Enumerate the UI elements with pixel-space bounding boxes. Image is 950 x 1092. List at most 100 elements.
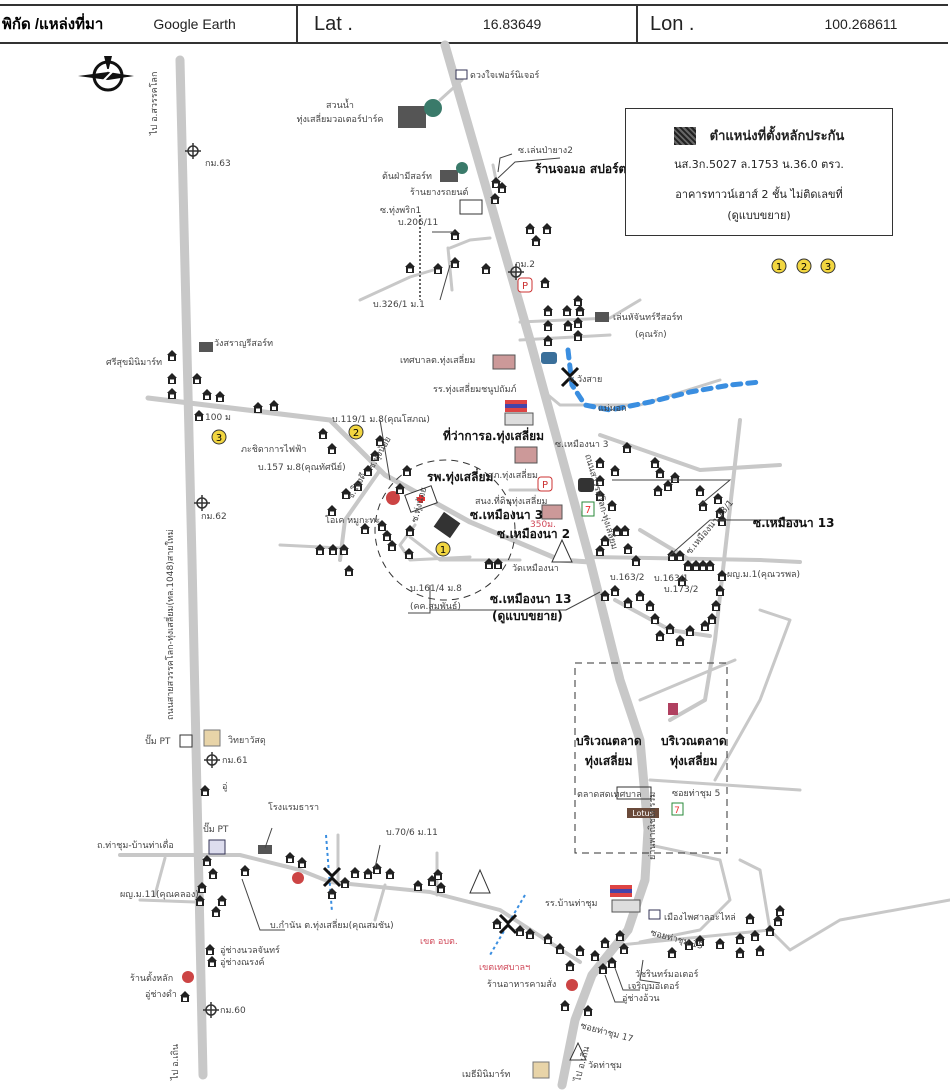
north-arrow-icon [78,56,134,92]
waterpark-label: สวนน้ำ [326,98,354,111]
house-icon [543,933,553,944]
coordinates-header: พิกัด /แหล่งที่มา Google Earth Lat . 16.… [0,4,948,44]
house-icon [481,263,491,274]
house-icon [253,402,263,413]
house-icon [713,493,723,504]
resort-label: เล่นหัจันทร์รีสอร์ท [613,311,682,323]
school-label: รร.ทุ่งเสลี่ยมชนูปถัมภ์ [433,382,517,395]
house-icon [531,235,541,246]
to-thoen-label: ไป อ.เถิน [170,1044,181,1081]
svg-text:3: 3 [216,433,222,444]
house-icon [623,543,633,554]
garage-label: อู่ [222,782,227,792]
house-icon [180,991,190,1002]
house-icon [565,960,575,971]
source-value: Google Earth [153,16,236,32]
land-office-label: สนง.ที่ดินทุ่งเสลี่ยม [475,494,548,507]
motor-shop-label: วัชรินทร์มอเตอร์ [635,968,699,980]
legend-title-row: ตำแหน่งที่ตั้งหลักประกัน [626,125,892,146]
house-icon [372,863,382,874]
market-label: บริเวณตลาด [661,734,727,748]
house-icon [208,868,218,879]
svg-text:7: 7 [585,505,591,516]
highway-1048 [175,55,208,1080]
source-label: พิกัด /แหล่งที่มา [2,16,104,33]
house-icon [595,545,605,556]
tire-shop-icon [459,199,483,215]
house-icon [745,913,755,924]
soi-label: ซ.เหมืองนา 3 [470,508,543,522]
house-icon [433,263,443,274]
km60-label: กม.60 [220,1006,246,1016]
garage-label: อู่ช่างนวลจันทร์ [220,944,280,956]
materials-label: วิทยาวัสดุ [228,735,266,746]
hotel-icon [258,845,272,854]
atm-icon [578,478,594,492]
house-icon [363,868,373,879]
house-icon [775,905,785,916]
house-icon [450,229,460,240]
garage-label: อู่ช่างอ้วน [622,993,660,1004]
legend-title: ตำแหน่งที่ตั้งหลักประกัน [709,129,845,144]
soi-label: ซ.เหมืองนา 13 [753,516,835,530]
lon-cell: Lon . 100.268611 [638,6,948,42]
village-head-label: ผญ.ม.11(คุณคลอง) [120,890,199,900]
soi-label: ซ.เหมืองนา 3 [555,439,609,450]
minimart-label: ศรีสุขมินิมาร์ท [106,356,162,368]
km-post-icon [203,751,221,769]
zone-label: เขต อบต. [420,937,458,947]
resort-icon [199,342,213,352]
house-icon [382,530,392,541]
lat-cell: Lat . 16.83649 [298,6,638,42]
house-icon [650,457,660,468]
temple-label: วัดท่าชุม [588,1061,622,1071]
restaurant-icon [182,971,194,983]
electric-label: ภะชิดาการไฟฟ้า [241,444,306,455]
house-icon [543,305,553,316]
house-icon [492,918,502,929]
thai-flag-icon [504,400,534,426]
pump-pt-icon [208,839,226,855]
house-icon [563,320,573,331]
km61-label: กม.61 [222,756,248,766]
house-icon [327,505,337,516]
resort-label: วังสราญรีสอร์ท [214,337,273,349]
market-area-box [574,662,728,854]
house-icon [765,925,775,936]
waterpark-label-2: ทุ่งเสลี่ยมวอเตอร์ปาร์ค [297,112,384,125]
km-post-icon [184,142,202,160]
house-icon [405,262,415,273]
jomo-sport-label: ร้านจอมอ สปอร์ต [535,162,627,176]
distance-label: 350ม. [530,520,556,530]
soi-label: ซอยท่าชุม 17 [579,1021,634,1045]
km2-label: กม.2 [515,260,535,270]
house-icon [573,330,583,341]
resort-icon [398,106,426,128]
house-number-label: บ.163/1 [654,574,689,584]
house-icon [344,565,354,576]
house-icon [717,570,727,581]
house-icon [385,868,395,879]
km-post-icon [193,494,211,512]
house-icon [655,467,665,478]
municipality-label: เทศบาลต.ทุ่งเสลี่ยม [400,353,475,366]
pump-label: ปั๊ม PT [203,822,229,835]
motor-shop-label: เจริญมอเตอร์ [628,980,680,992]
house-icon [773,915,783,926]
soi-label: ซ.วังสาย [568,375,602,385]
house-number-label: บ.206/11 [398,218,438,228]
house-icon [540,277,550,288]
house-icon [653,485,663,496]
house-icon [433,869,443,880]
bridge-icon [560,366,580,388]
house-icon [297,857,307,868]
gas-station-icon: P [517,277,533,293]
house-icon [167,373,177,384]
kamnan-label: บ.กำนัน ต.ทุ่งเสลี่ยม(คุณสมชัน) [270,918,394,931]
muni-market-box [616,786,652,800]
lon-label: Lon . [650,12,695,35]
house-icon [543,335,553,346]
house-icon [402,465,412,476]
source-cell: พิกัด /แหล่งที่มา Google Earth [0,6,298,42]
svg-text:1: 1 [776,262,782,273]
